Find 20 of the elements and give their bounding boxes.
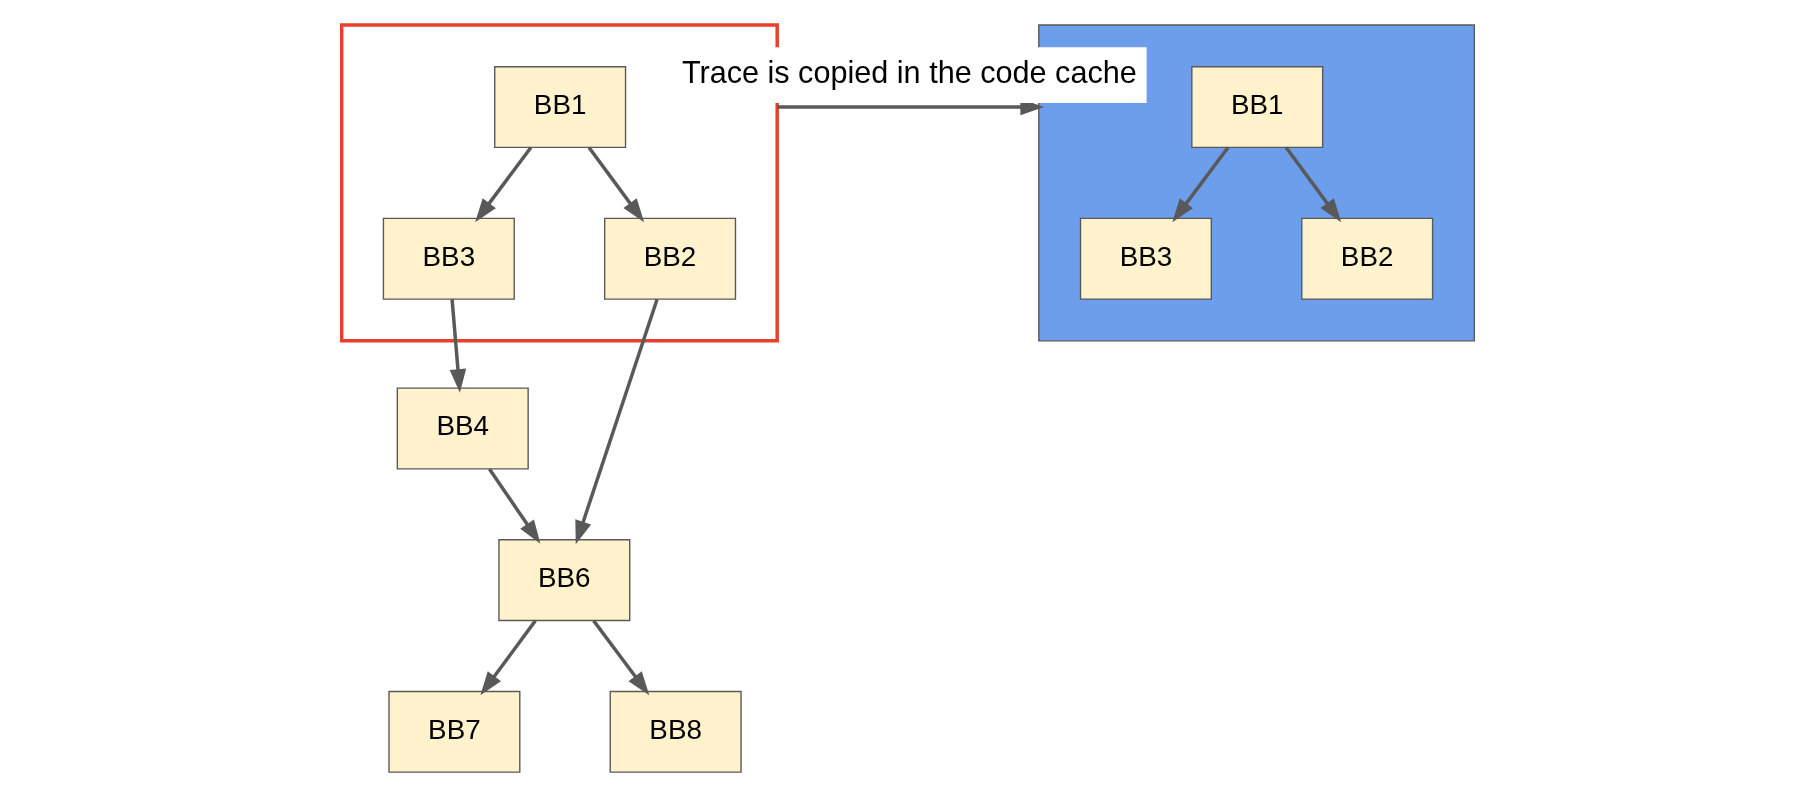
arrow [1172, 146, 1230, 223]
node-box: BB4 [396, 387, 529, 470]
edge-label: Trace is copied in the code cache [681, 54, 1137, 89]
node-box: BB3 [382, 217, 515, 300]
arrow [480, 619, 537, 696]
arrow [475, 146, 533, 223]
arrow [575, 298, 659, 545]
arrow [449, 299, 467, 393]
node-box: BB2 [1301, 217, 1434, 300]
node-box: BB6 [498, 539, 631, 622]
arrow [488, 468, 541, 544]
node-box: BB1 [1191, 66, 1324, 149]
node-box: BB1 [494, 66, 627, 149]
arrow [592, 619, 650, 696]
arrow [1284, 146, 1342, 223]
arrow [587, 146, 645, 223]
node-box: BB3 [1079, 217, 1213, 300]
node-box: BB2 [603, 217, 737, 300]
node-box: BB8 [609, 690, 742, 773]
node-box: BB7 [388, 690, 521, 773]
